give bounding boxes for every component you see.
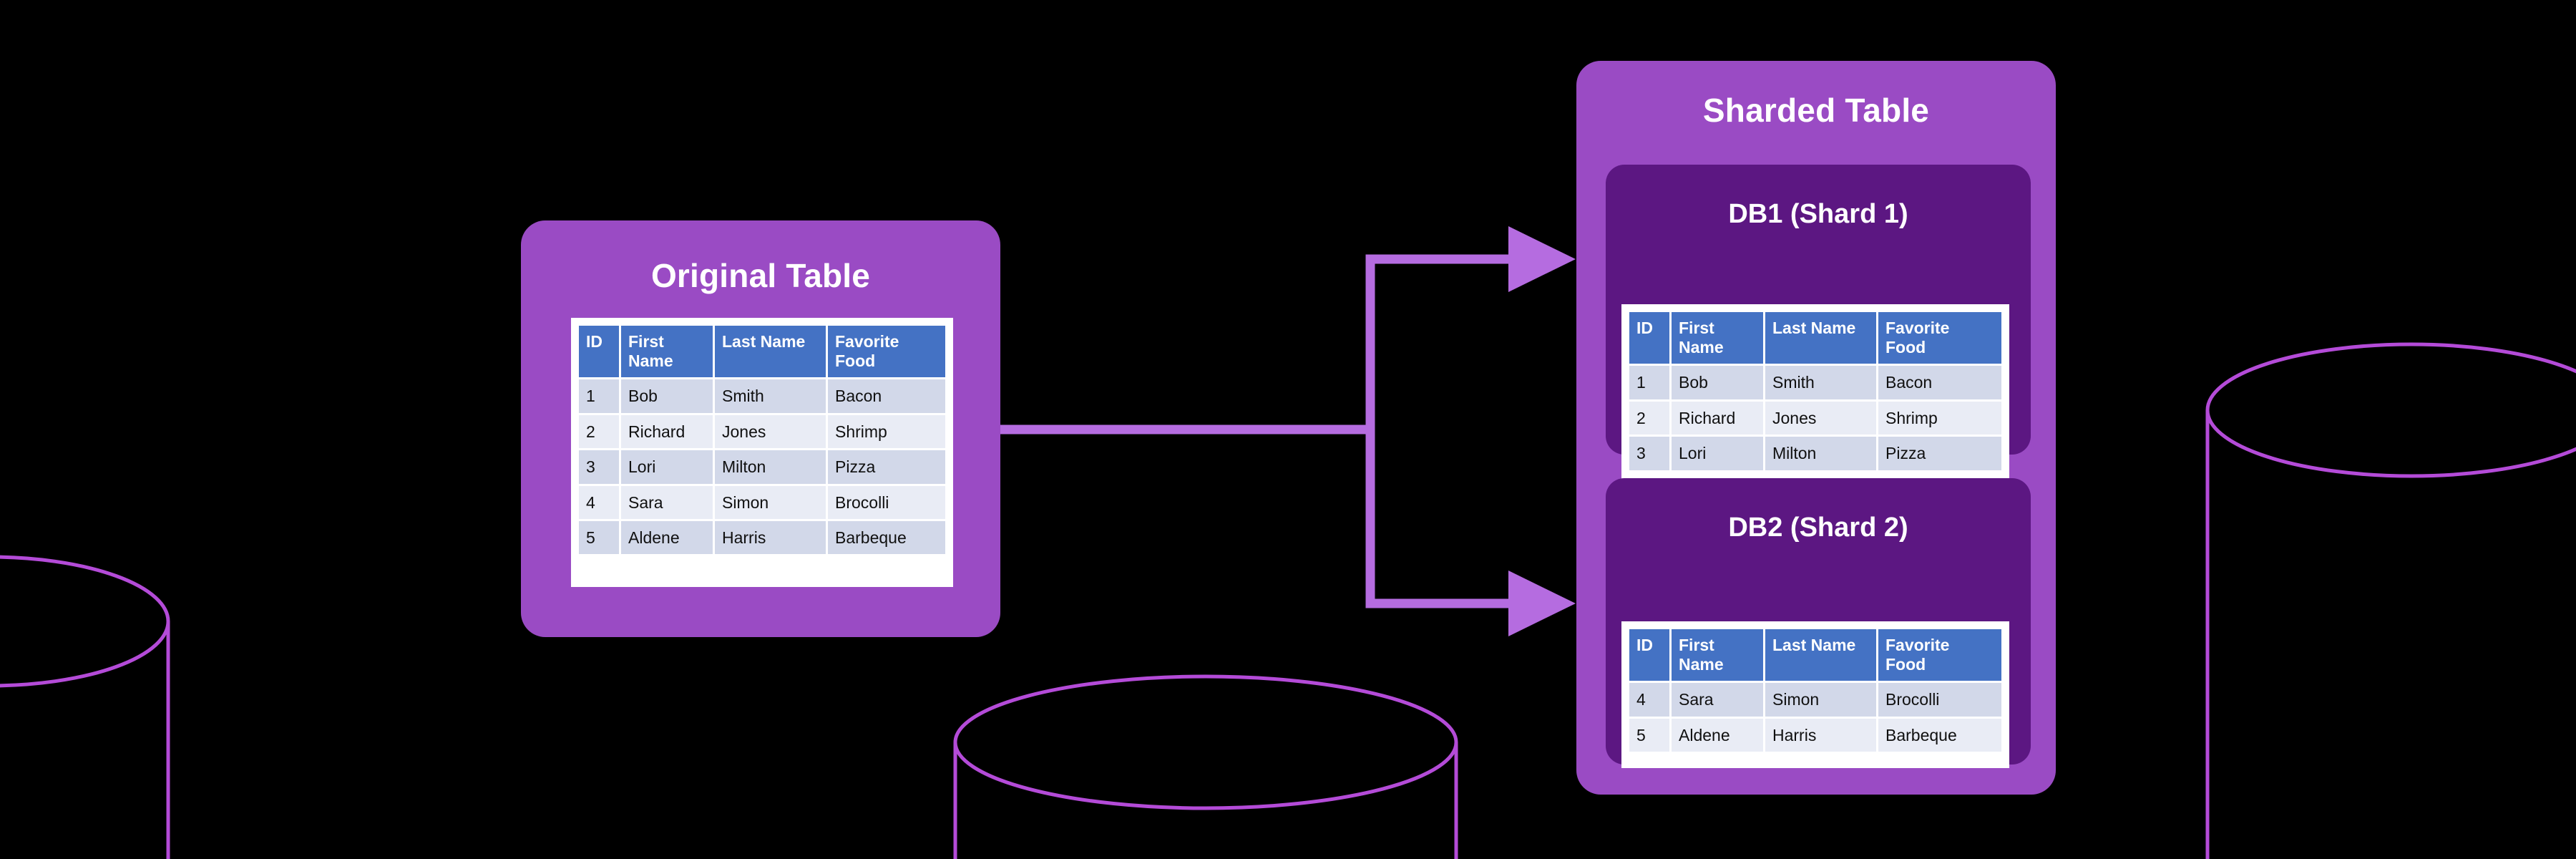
column-header-id: ID xyxy=(579,326,619,378)
cell-id: 1 xyxy=(579,379,619,413)
shard-panel-db1: DB1 (Shard 1) ID First Name Last Name Fa… xyxy=(1606,165,2031,505)
cell-id: 1 xyxy=(1629,366,1669,399)
cell-first: Richard xyxy=(1672,401,1763,435)
database-cylinder-left xyxy=(0,551,186,859)
shard-2-title: DB2 (Shard 2) xyxy=(1728,513,1908,543)
shard-panel-db2: DB2 (Shard 2) ID First Name Last Name Fa… xyxy=(1606,478,2031,768)
cell-last: Simon xyxy=(715,485,826,519)
cell-id: 5 xyxy=(1629,718,1669,752)
cell-id: 5 xyxy=(579,521,619,555)
connector-arrows xyxy=(980,215,1596,659)
table-row: 2 Richard Jones Shrimp xyxy=(1629,401,2001,435)
cell-last: Milton xyxy=(715,450,826,484)
db1-data-table: ID First Name Last Name Favorite Food 1 … xyxy=(1627,310,2004,472)
sharded-table-title: Sharded Table xyxy=(1702,92,1930,129)
cell-last: Simon xyxy=(1765,683,1876,717)
cell-id: 2 xyxy=(1629,401,1669,435)
cell-first: Aldene xyxy=(1672,718,1763,752)
cell-id: 4 xyxy=(579,485,619,519)
column-header-first-name: First Name xyxy=(1672,312,1763,364)
cell-food: Brocolli xyxy=(828,485,945,519)
cell-last: Harris xyxy=(1765,718,1876,752)
cell-id: 2 xyxy=(579,414,619,449)
cell-first: Sara xyxy=(1672,683,1763,717)
original-table-title: Original Table xyxy=(650,257,871,294)
cell-food: Brocolli xyxy=(1878,683,2001,717)
table-row: 4 Sara Simon Brocolli xyxy=(579,485,945,519)
database-cylinder-center xyxy=(945,669,1467,859)
cell-first: Richard xyxy=(621,414,713,449)
column-header-last-name: Last Name xyxy=(1765,629,1876,681)
table-row: 3 Lori Milton Pizza xyxy=(1629,437,2001,470)
cell-first: Lori xyxy=(1672,437,1763,470)
column-header-favorite-food: Favorite Food xyxy=(1878,629,2001,681)
cell-id: 3 xyxy=(579,450,619,484)
arrowhead-shard-1 xyxy=(1508,226,1576,292)
column-header-id: ID xyxy=(1629,312,1669,364)
cell-food: Shrimp xyxy=(828,414,945,449)
original-table-frame: ID First Name Last Name Favorite Food 1 … xyxy=(571,318,953,587)
column-header-last-name: Last Name xyxy=(1765,312,1876,364)
table-header-row: ID First Name Last Name Favorite Food xyxy=(1629,312,2001,364)
original-table-card: Original Table ID First Name Last Name F… xyxy=(521,220,1000,637)
column-header-first-name: First Name xyxy=(621,326,713,378)
cell-food: Pizza xyxy=(1878,437,2001,470)
table-row: 4 Sara Simon Brocolli xyxy=(1629,683,2001,717)
original-data-table: ID First Name Last Name Favorite Food 1 … xyxy=(577,324,947,556)
db1-table-frame: ID First Name Last Name Favorite Food 1 … xyxy=(1621,304,2009,505)
table-row: 1 Bob Smith Bacon xyxy=(579,379,945,413)
table-row: 5 Aldene Harris Barbeque xyxy=(579,521,945,555)
cell-first: Bob xyxy=(1672,366,1763,399)
sharded-table-card: Sharded Table DB1 (Shard 1) ID First Nam… xyxy=(1576,61,2056,795)
cell-food: Barbeque xyxy=(828,521,945,555)
db2-table-frame: ID First Name Last Name Favorite Food 4 … xyxy=(1621,621,2009,768)
column-header-id: ID xyxy=(1629,629,1669,681)
cell-first: Lori xyxy=(621,450,713,484)
arrowhead-shard-2 xyxy=(1508,571,1576,636)
shard-1-title: DB1 (Shard 1) xyxy=(1728,199,1908,229)
cell-last: Harris xyxy=(715,521,826,555)
cell-last: Milton xyxy=(1765,437,1876,470)
cell-food: Shrimp xyxy=(1878,401,2001,435)
table-header-row: ID First Name Last Name Favorite Food xyxy=(579,326,945,378)
cell-last: Jones xyxy=(715,414,826,449)
cell-last: Smith xyxy=(715,379,826,413)
database-cylinder-right xyxy=(2197,333,2576,859)
cell-id: 3 xyxy=(1629,437,1669,470)
cell-first: Bob xyxy=(621,379,713,413)
connector-path xyxy=(980,254,1513,608)
cell-last: Jones xyxy=(1765,401,1876,435)
table-row: 5 Aldene Harris Barbeque xyxy=(1629,718,2001,752)
cell-food: Bacon xyxy=(1878,366,2001,399)
cell-food: Barbeque xyxy=(1878,718,2001,752)
column-header-favorite-food: Favorite Food xyxy=(1878,312,2001,364)
table-row: 3 Lori Milton Pizza xyxy=(579,450,945,484)
column-header-first-name: First Name xyxy=(1672,629,1763,681)
table-header-row: ID First Name Last Name Favorite Food xyxy=(1629,629,2001,681)
column-header-favorite-food: Favorite Food xyxy=(828,326,945,378)
table-row: 2 Richard Jones Shrimp xyxy=(579,414,945,449)
cell-first: Sara xyxy=(621,485,713,519)
table-row: 1 Bob Smith Bacon xyxy=(1629,366,2001,399)
cell-food: Bacon xyxy=(828,379,945,413)
cell-first: Aldene xyxy=(621,521,713,555)
cell-last: Smith xyxy=(1765,366,1876,399)
cell-food: Pizza xyxy=(828,450,945,484)
cell-id: 4 xyxy=(1629,683,1669,717)
db2-data-table: ID First Name Last Name Favorite Food 4 … xyxy=(1627,627,2004,754)
column-header-last-name: Last Name xyxy=(715,326,826,378)
